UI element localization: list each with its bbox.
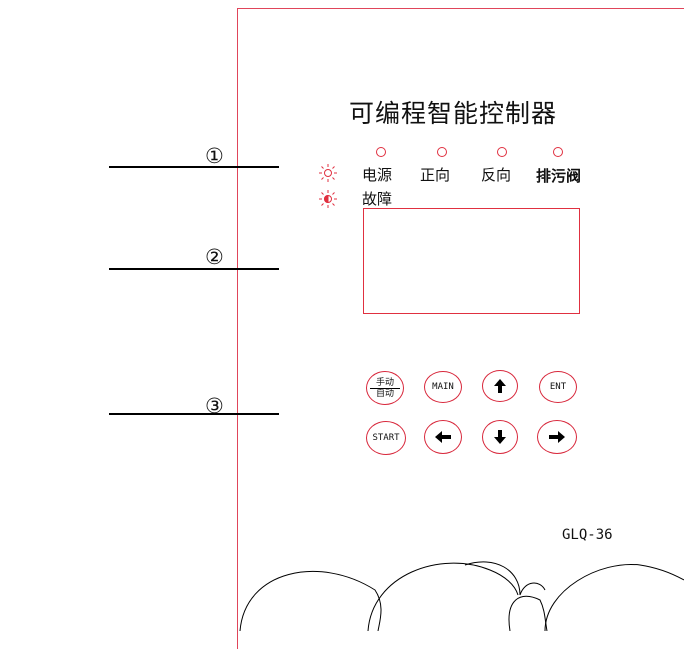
arrow-down-icon: [494, 430, 506, 444]
up-key[interactable]: [482, 370, 518, 402]
right-key[interactable]: [537, 420, 577, 454]
arrow-left-icon: [435, 431, 451, 443]
reverse-label: 反向: [481, 166, 512, 184]
main-key-label: MAIN: [432, 382, 454, 392]
power-led: [376, 147, 386, 157]
drain-valve-label: 排污阀: [536, 167, 582, 185]
half-sun-icon: [319, 190, 337, 208]
manual-auto-key[interactable]: 手动 自动: [366, 371, 404, 405]
left-key[interactable]: [424, 420, 462, 454]
ent-key-label: ENT: [549, 382, 567, 392]
controller-outline: [237, 8, 684, 649]
drain-valve-led: [553, 147, 563, 157]
arrow-up-icon: [494, 379, 506, 393]
reverse-led: [497, 147, 507, 157]
fault-label: 故障: [362, 190, 393, 208]
bottom-arcs: [239, 561, 684, 631]
callout-1: ①: [205, 144, 224, 168]
ent-key[interactable]: ENT: [539, 371, 577, 403]
down-key[interactable]: [482, 420, 518, 454]
page-title: 可编程智能控制器: [349, 99, 558, 128]
callout-2-leader: [109, 268, 279, 270]
forward-led: [437, 147, 447, 157]
display-screen: [363, 208, 580, 314]
auto-key-label: 自动: [375, 388, 394, 399]
callout-1-leader: [109, 166, 279, 168]
power-label: 电源: [362, 166, 393, 184]
main-key[interactable]: MAIN: [424, 371, 462, 403]
arrow-right-icon: [549, 431, 565, 443]
forward-label: 正向: [420, 166, 451, 184]
callout-2: ②: [205, 245, 224, 269]
start-key-label: START: [372, 433, 400, 443]
callout-3: ③: [205, 394, 224, 418]
model-number: GLQ-36: [562, 527, 613, 543]
callout-3-leader: [109, 413, 279, 415]
start-key[interactable]: START: [366, 421, 406, 455]
sun-icon: [319, 164, 337, 182]
manual-key-label: 手动: [375, 377, 394, 388]
key-divider: [370, 387, 400, 389]
